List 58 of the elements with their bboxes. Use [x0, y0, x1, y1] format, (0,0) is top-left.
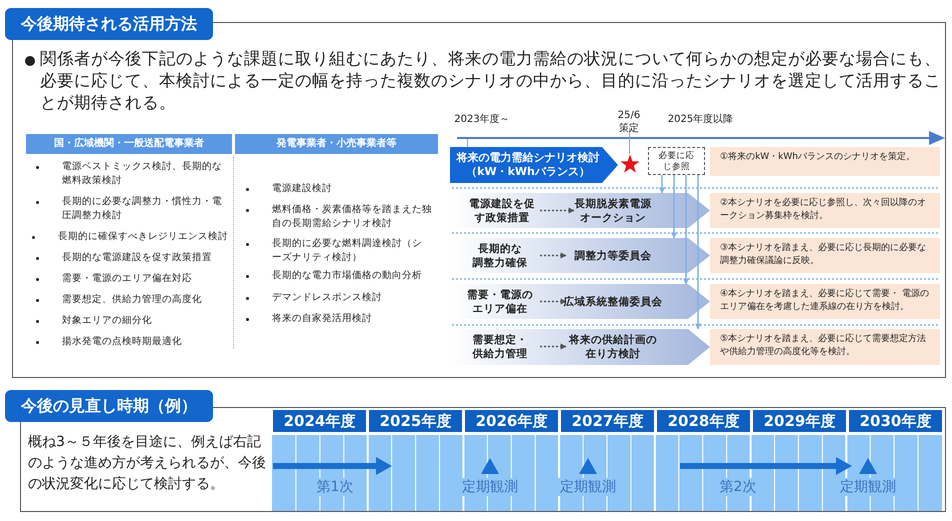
section-heading: 今後の見直し時期（例） — [5, 390, 213, 422]
arrow — [671, 175, 677, 239]
timeline-label: 2025年度以降 — [666, 113, 734, 126]
step-label: 将来の供給計画の在り方検討 — [566, 331, 660, 362]
bullet-text: 関係者が今後下記のような課題に取り組むにあたり、将来の電力需給の状況について何らかの想定が必要な場合にも、必要に応じて、本検討による一定の幅を持った複数のシナリオの中から、目的に沿ったシナリオを選定して活用することが期待される。 — [40, 48, 942, 112]
timeline-label: 25/6 — [616, 109, 642, 122]
section-heading: 今後期待される活用方法 — [5, 8, 213, 40]
reference-box: 必要に応じ参照 — [648, 147, 705, 175]
step-label: 需要想定・供給力管理 — [460, 331, 540, 362]
dotted-arrow — [540, 344, 567, 350]
list-item: 対象エリアの細分化 — [62, 314, 153, 328]
list-item: 電源ベストミックス検討、長期的な燃料政策検討 — [62, 160, 222, 188]
note-box: ③本シナリオを踏まえ、必要に応じ長期的に必要な調整力確保議論に反映。 — [710, 238, 940, 273]
note-box: ①将来のkW・kWhバランスのシナリオを策定。 — [710, 147, 940, 176]
arrow — [659, 175, 665, 194]
year-header: 2027年度 — [561, 410, 654, 432]
list-item: 揚水発電の点検時期最適化 — [62, 335, 183, 349]
year-header: 2026年度 — [465, 410, 558, 432]
timeline-label: 定期観測 — [838, 478, 898, 496]
year-header: 2030年度 — [849, 410, 942, 432]
year-header: 2024年度 — [273, 410, 366, 432]
timeline-label: 策定 — [618, 122, 640, 135]
step-label: 長期脱炭素電源オークション — [574, 195, 652, 226]
section-panel — [5, 8, 946, 378]
scenario-chevron: 将来の電力需給シナリオ検討（kW・kWhバランス） — [450, 147, 618, 183]
list-item: 将来の自家発活用検討 — [272, 312, 373, 326]
note-box: ②本シナリオを必要に応じ参照し、次々回以降のオークション募集枠を検討。 — [710, 193, 940, 228]
list-item: 長期的な電源建設を促す政策措置 — [62, 251, 213, 265]
year-header: 2029年度 — [753, 410, 846, 432]
year-header: 2028年度 — [657, 410, 750, 432]
header-cell: 発電事業者・小売事業者等 — [235, 134, 438, 154]
list-item: デマンドレスポンス検討 — [272, 291, 383, 305]
list-item: 需要・電源のエリア偏在対応 — [62, 272, 193, 286]
arrow — [695, 175, 701, 330]
description-text: 概ね3～５年後を目途に、例えば右記のような進め方が考えられるが、今後の状況変化に応じて検討する。 — [28, 433, 267, 494]
step-label: 電源建設を促す政策措置 — [464, 195, 540, 226]
step-label: 調整力等委員会 — [566, 240, 660, 271]
list-item: 長期的な電力市場価格の動向分析 — [272, 269, 423, 283]
list-item: 長期的に確保すべきレジリエンス検討 — [58, 230, 229, 244]
timeline-label: 2023年度～ — [453, 113, 511, 126]
note-box: ④本シナリオを踏まえ、必要に応じて需要・ 電源のエリア偏在を考慮した連系線の在り方を検討。 — [710, 284, 940, 319]
note-box: ⑤本シナリオを踏まえ、必要に応じて需要想定方法や供給力管理の高度化等を検討。 — [710, 329, 940, 365]
header-cell: 国・広域機関・一般送配電事業者 — [26, 134, 232, 154]
arrow — [683, 175, 689, 285]
dotted-arrow — [540, 252, 567, 258]
step-label: 広域系統整備委員会 — [566, 286, 660, 317]
timeline-label: 定期観測 — [558, 478, 618, 496]
list-item: 燃料価格・炭素価格等を踏まえた独自の長期需給シナリオ検討 — [272, 203, 432, 231]
dotted-arrow — [540, 208, 575, 214]
year-header: 2025年度 — [369, 410, 462, 432]
list-item: 電源建設検討 — [272, 182, 333, 196]
list-item: 需要想定、供給力管理の高度化 — [62, 293, 203, 307]
list-item: 長期的に必要な調整力・慣性力・電圧調整力検討 — [62, 195, 222, 223]
dotted-arrow — [540, 298, 567, 304]
timeline-label: 定期観測 — [460, 478, 520, 496]
step-label: 長期的な調整力確保 — [460, 240, 540, 271]
list-item: 長期的に必要な燃料調達検討（シーズナリティ検討） — [272, 237, 422, 265]
step-label: 需要・電源のエリア偏在 — [460, 286, 540, 317]
